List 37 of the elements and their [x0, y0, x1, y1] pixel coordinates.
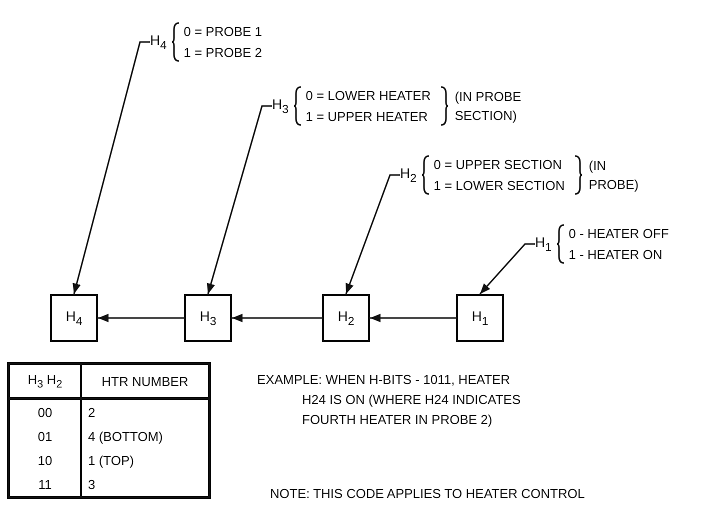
- bit-box: H$_{2}$: [322, 294, 370, 342]
- bit-label: H$_{1}$: [535, 234, 552, 254]
- table-cell: 1 (TOP): [81, 448, 210, 472]
- arrow: [370, 314, 456, 322]
- bit-label: H$_{2}$: [400, 165, 417, 185]
- leader-arrow: [479, 243, 535, 294]
- bit-value-text: 1 - HEATER ON: [568, 247, 664, 262]
- leader-arrow: [206, 105, 272, 294]
- bit-value-text: 1 = UPPER HEATER: [306, 109, 429, 124]
- table-header: HTR NUMBER: [81, 364, 210, 398]
- side-note: (IN PROBE SECTION): [454, 88, 522, 125]
- bit-value-text: 0 - HEATER OFF: [568, 226, 669, 241]
- table-cell: 11: [8, 472, 81, 498]
- table-cell: 00: [8, 398, 81, 424]
- bit-box: H$_{3}$: [184, 294, 232, 342]
- table-header: H$_{3}$ H$_{2}$: [8, 364, 81, 398]
- leader-arrow: [345, 174, 400, 294]
- arrow: [232, 314, 322, 322]
- side-note: (IN PROBE): [588, 157, 640, 194]
- bit-value-text: 1 = PROBE 2: [184, 45, 262, 60]
- bit-box: H$_{1}$: [456, 294, 504, 342]
- bit-label: H$_{3}$: [272, 96, 289, 116]
- table-cell: 4 (BOTTOM): [81, 424, 210, 448]
- table-cell: 2: [81, 398, 210, 424]
- bit-value-text: 1 = LOWER SECTION: [434, 178, 565, 193]
- example-text: EXAMPLE: WHEN H-BITS - 1011, HEATER H24 IS ON (WHERE H24 INDICATES FOURTH HEATER IN PROBE 2): [257, 371, 522, 429]
- bit-value-text: 0 = PROBE 1: [184, 24, 262, 39]
- table-cell: 10: [8, 448, 81, 472]
- bit-label: H$_{4}$: [150, 32, 167, 52]
- bit-value-text: 0 = LOWER HEATER: [306, 88, 431, 103]
- table-cell: 3: [81, 472, 210, 498]
- leader-arrow: [72, 41, 150, 294]
- bit-value-text: 0 = UPPER SECTION: [434, 157, 563, 172]
- table-cell: 01: [8, 424, 81, 448]
- note-text: NOTE: THIS CODE APPLIES TO HEATER CONTROL: [270, 486, 585, 501]
- bit-box: H$_{4}$: [50, 294, 98, 342]
- arrow: [98, 314, 184, 322]
